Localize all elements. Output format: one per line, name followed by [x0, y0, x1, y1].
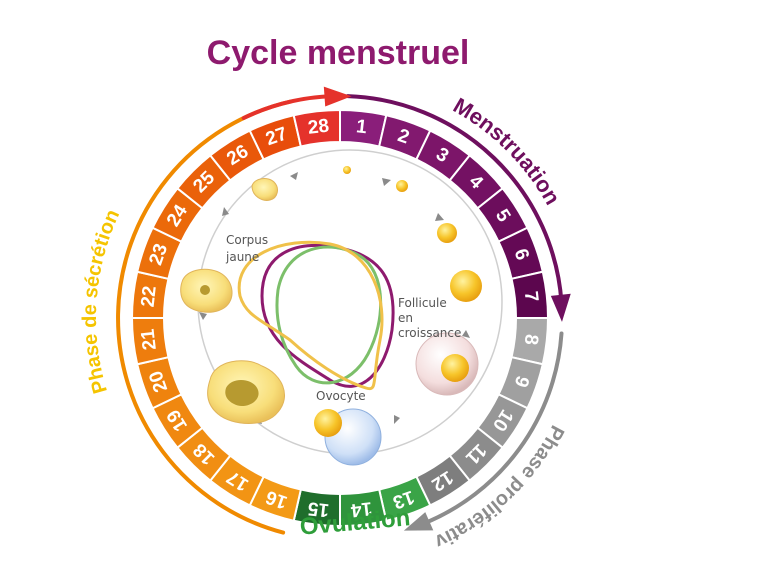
- day-number: 14: [349, 497, 373, 520]
- day-number: 1: [355, 116, 368, 138]
- secretion-arc: [116, 99, 293, 535]
- en-label: en: [398, 311, 413, 325]
- purple-curve: [260, 244, 395, 388]
- proliferative-arc-arrowhead-icon: [403, 512, 434, 531]
- corpus-luteum-core-icon: [225, 379, 259, 407]
- day-number: 15: [306, 497, 330, 520]
- ovocyte-icon: [314, 409, 342, 437]
- day-number: 22: [138, 285, 161, 308]
- arrow-icon: [435, 213, 444, 221]
- day-number: 8: [520, 333, 542, 346]
- day-number: 28: [307, 116, 330, 139]
- corpus-albicans-icon: [251, 178, 278, 201]
- hormone-curves: [237, 240, 395, 391]
- secondary-follicle-icon: [437, 223, 457, 243]
- day-number: 7: [520, 290, 542, 303]
- page-title: Cycle menstruel: [207, 34, 470, 72]
- follicule-label: Follicule: [398, 296, 447, 310]
- arrow-icon: [290, 172, 298, 180]
- arrow-icon: [222, 207, 229, 216]
- proliferative-arc: [420, 331, 564, 527]
- corpus-luteum-medium-core-icon: [200, 285, 210, 295]
- mature-follicle-oocyte-icon: [441, 354, 469, 382]
- cells: [180, 166, 482, 466]
- arrow-icon: [462, 330, 470, 338]
- arrow-icon: [394, 415, 400, 424]
- corpus-label: Corpus: [226, 233, 268, 247]
- phase-arcs: [116, 86, 571, 535]
- menstruation-arc-arrowhead-icon: [550, 293, 571, 322]
- arrow-icon: [199, 312, 207, 320]
- day-segment: [292, 108, 341, 148]
- ovocyte-label: Ovocyte: [316, 389, 366, 403]
- top-arc-arrowhead-icon: [323, 86, 352, 107]
- croissance-label: croissance: [398, 326, 461, 340]
- growing-follicle-icon: [450, 270, 482, 302]
- jaune-label: jaune: [225, 250, 259, 264]
- primordial-follicle-icon: [343, 166, 351, 174]
- day-number: 21: [138, 327, 161, 351]
- primary-follicle-icon: [396, 180, 408, 192]
- green-curve: [275, 245, 383, 385]
- arrow-icon: [382, 178, 391, 186]
- menstruation-arc: [345, 94, 564, 305]
- yellow-curve: [237, 240, 384, 391]
